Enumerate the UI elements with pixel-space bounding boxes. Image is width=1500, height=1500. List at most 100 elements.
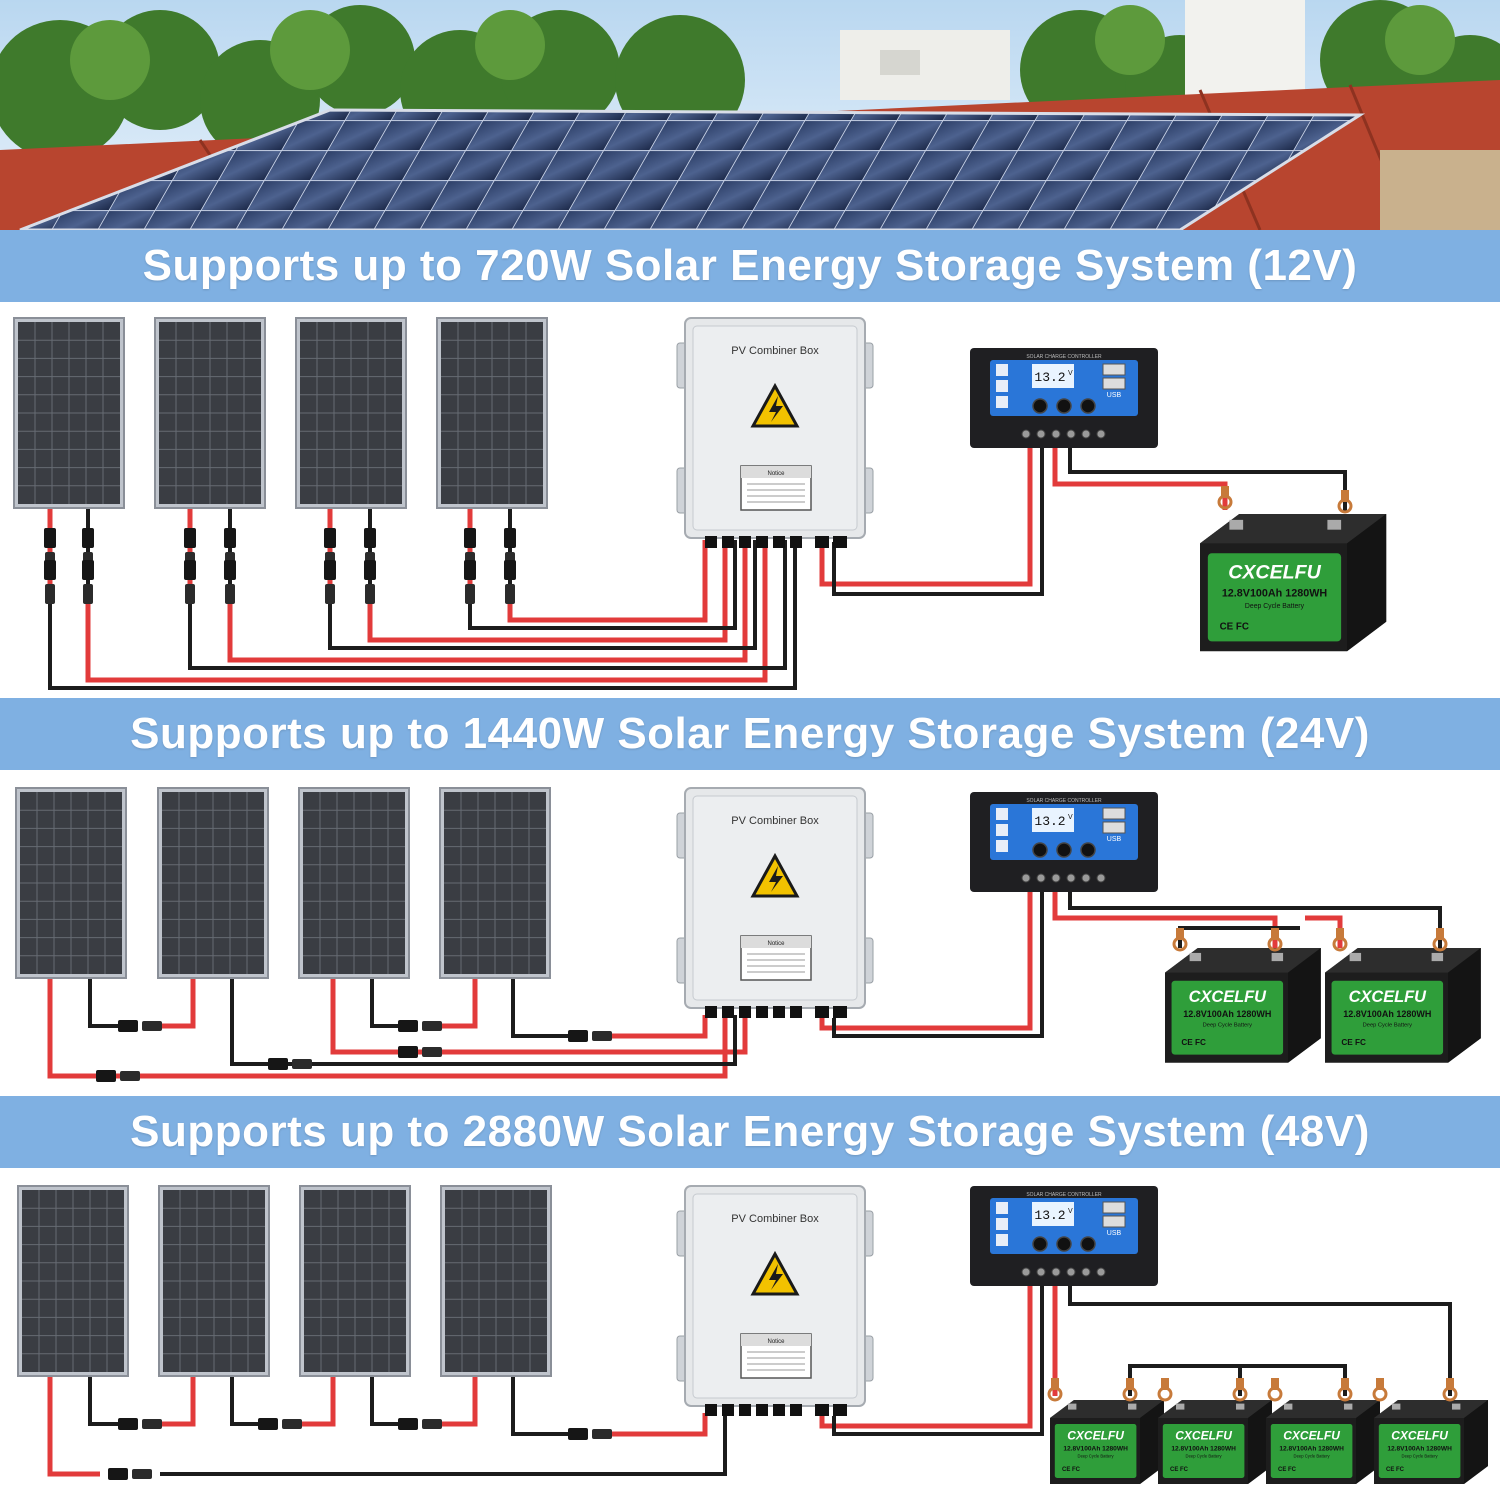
battery-type: Deep Cycle Battery (1363, 1023, 1413, 1029)
mc4-connector (224, 560, 236, 604)
battery-cert-marks: CE FC (1278, 1467, 1297, 1473)
lithium-battery: CXCELFU 12.8V100Ah 1280WH Deep Cycle Batte… (1200, 514, 1387, 652)
banner-24v-text: Supports up to 1440W Solar Energy Storag… (130, 709, 1370, 758)
mc4-connector (82, 560, 94, 604)
controller-voltage-unit: V (1068, 1208, 1073, 1215)
ring-terminal (1332, 928, 1348, 952)
banner-12v-text: Supports up to 720W Solar Energy Storage… (142, 241, 1358, 290)
lithium-battery: CXCELFU 12.8V100Ah 1280WH Deep Cycle Batte… (1165, 948, 1321, 1063)
battery-spec: 12.8V100Ah 1280WH (1183, 1009, 1271, 1019)
combiner-box-label: PV Combiner Box (731, 1213, 819, 1225)
battery-cert-marks: CE FC (1181, 1038, 1206, 1047)
controller-voltage-display: 13.2 (1034, 814, 1065, 829)
battery-spec: 12.8V100Ah 1280WH (1222, 587, 1328, 599)
controller-button (1032, 842, 1048, 858)
battery-brand: CXCELFU (1228, 562, 1321, 584)
controller-voltage-display: 13.2 (1034, 1208, 1065, 1223)
ring-terminal (1432, 928, 1448, 952)
battery-type: Deep Cycle Battery (1294, 1454, 1331, 1459)
mc4-connector (398, 1418, 442, 1430)
controller-voltage-display: 13.2 (1034, 370, 1065, 385)
battery-brand: CXCELFU (1189, 988, 1268, 1006)
solar-panel (299, 1185, 411, 1377)
controller-button (1080, 1236, 1096, 1252)
battery-cert-marks: CE FC (1220, 622, 1249, 633)
mc4-connector (398, 1020, 442, 1032)
battery-spec: 12.8V100Ah 1280WH (1387, 1445, 1452, 1452)
controller-button (1080, 842, 1096, 858)
mc4-connector (108, 1468, 152, 1480)
battery-cert-marks: CE FC (1170, 1467, 1189, 1473)
battery-type: Deep Cycle Battery (1078, 1454, 1115, 1459)
controller-usb-label: USB (1107, 392, 1122, 399)
battery-brand: CXCELFU (1175, 1429, 1232, 1443)
mc4-connector (96, 1070, 140, 1082)
combiner-box-label: PV Combiner Box (731, 345, 819, 357)
controller-voltage-unit: V (1068, 814, 1073, 821)
ring-terminal (1232, 1378, 1248, 1402)
solar-panel (298, 787, 410, 979)
mc4-connector (184, 560, 196, 604)
notice-text: Notice (767, 471, 785, 477)
mc4-connector (568, 1030, 612, 1042)
mc4-connector (568, 1428, 612, 1440)
battery-spec: 12.8V100Ah 1280WH (1171, 1445, 1236, 1452)
controller-button (1056, 842, 1072, 858)
controller-header: SOLAR CHARGE CONTROLLER (1026, 798, 1102, 804)
banner-48v-text: Supports up to 2880W Solar Energy Storag… (130, 1107, 1370, 1156)
mc4-connector (464, 560, 476, 604)
battery-cert-marks: CE FC (1062, 1467, 1081, 1473)
ring-terminal (1047, 1378, 1063, 1402)
mc4-connector (398, 1046, 442, 1058)
controller-button (1056, 1236, 1072, 1252)
battery-spec: 12.8V100Ah 1280WH (1063, 1445, 1128, 1452)
battery-brand: CXCELFU (1283, 1429, 1340, 1443)
controller-button (1056, 398, 1072, 414)
controller-usb-label: USB (1107, 1230, 1122, 1237)
battery-cert-marks: CE FC (1386, 1467, 1405, 1473)
battery-type: Deep Cycle Battery (1245, 603, 1305, 610)
combiner-box-label: PV Combiner Box (731, 815, 819, 827)
solar-panel (436, 317, 548, 509)
lithium-battery: CXCELFU 12.8V100Ah 1280WH Deep Cycle Batte… (1266, 1400, 1380, 1484)
mc4-connector (118, 1020, 162, 1032)
ring-terminal (1337, 1378, 1353, 1402)
ring-terminal (1217, 486, 1233, 510)
mc4-connector (268, 1058, 312, 1070)
solar-panel (154, 317, 266, 509)
battery-type: Deep Cycle Battery (1203, 1023, 1253, 1029)
banner-24v: Supports up to 1440W Solar Energy Storag… (0, 698, 1500, 770)
battery-brand: CXCELFU (1349, 988, 1428, 1006)
battery-type: Deep Cycle Battery (1186, 1454, 1223, 1459)
solar-panel (157, 787, 269, 979)
controller-button (1032, 398, 1048, 414)
ring-terminal (1337, 490, 1353, 514)
mc4-connector (324, 560, 336, 604)
solar-panel (17, 1185, 129, 1377)
solar-panel (440, 1185, 552, 1377)
mc4-connector (118, 1418, 162, 1430)
controller-button (1080, 398, 1096, 414)
notice-text: Notice (767, 941, 785, 947)
solar-panel (13, 317, 125, 509)
controller-button (1032, 1236, 1048, 1252)
banner-48v: Supports up to 2880W Solar Energy Storag… (0, 1096, 1500, 1168)
controller-header: SOLAR CHARGE CONTROLLER (1026, 1192, 1102, 1198)
mc4-connector (258, 1418, 302, 1430)
ring-terminal (1267, 1378, 1283, 1402)
mc4-connector (44, 560, 56, 604)
battery-cert-marks: CE FC (1341, 1038, 1366, 1047)
ring-terminal (1267, 928, 1283, 952)
controller-voltage-unit: V (1068, 370, 1073, 377)
battery-spec: 12.8V100Ah 1280WH (1279, 1445, 1344, 1452)
